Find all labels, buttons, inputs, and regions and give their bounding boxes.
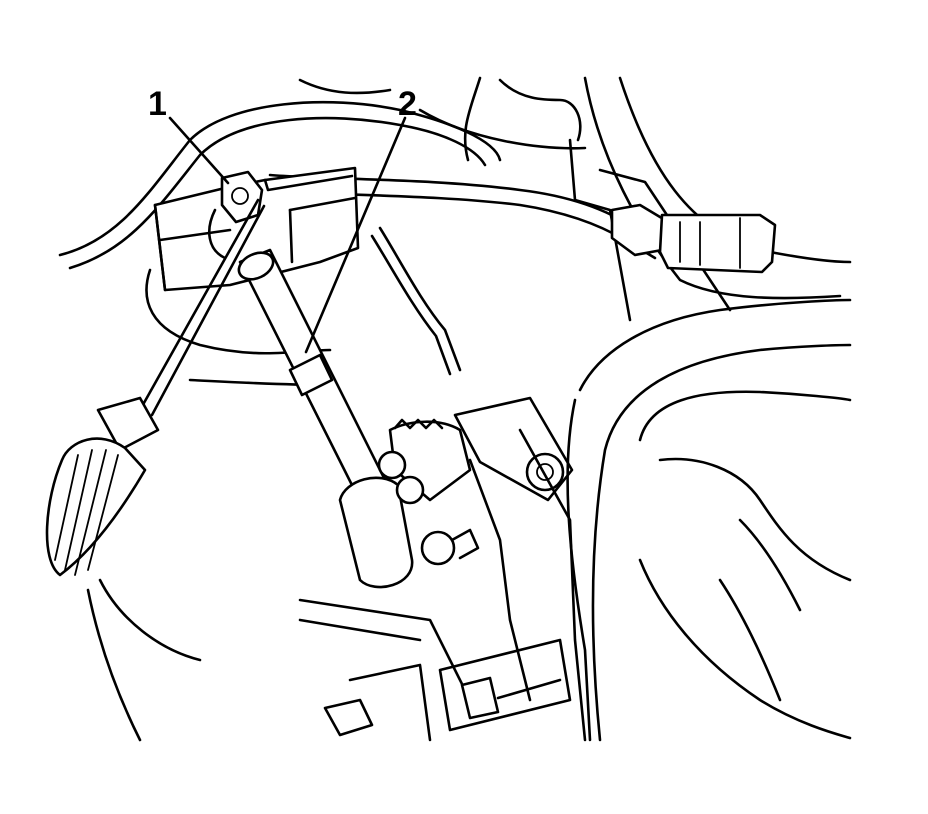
mounting-bracket	[153, 166, 360, 292]
shift-lever-assembly	[377, 396, 587, 742]
lower-assembly	[86, 578, 572, 742]
shift-cable-rod	[237, 248, 480, 589]
electrical-connector	[610, 203, 777, 274]
callout-number-2: 2	[398, 85, 417, 123]
callout-2: 2	[304, 85, 417, 354]
intake-duct	[566, 298, 852, 742]
callout-2-leader	[304, 116, 407, 354]
callout-number-1: 1	[148, 85, 167, 123]
screwdriver-tool	[45, 198, 266, 577]
callout-1-leader	[168, 116, 230, 185]
callout-1: 1	[148, 85, 230, 185]
wire-harness	[58, 100, 667, 376]
